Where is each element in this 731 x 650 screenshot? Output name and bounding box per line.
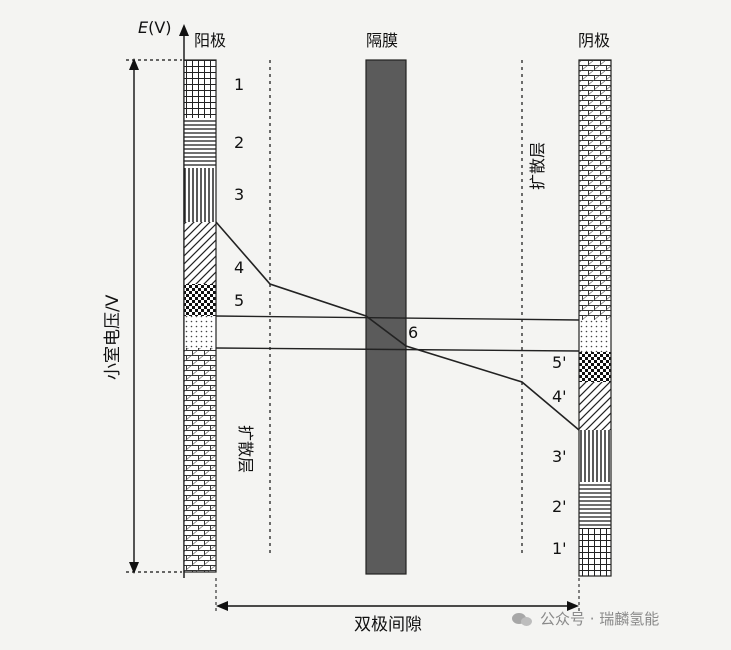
level-4prime-label: 4' bbox=[552, 387, 567, 406]
watermark-text: 公众号 · 瑞麟氢能 bbox=[540, 610, 660, 628]
level-3prime-label: 3' bbox=[552, 447, 567, 466]
level-2prime-label: 2' bbox=[552, 497, 567, 516]
level-5-label: 5 bbox=[234, 291, 244, 310]
bipolar-gap-label: 双极间隙 bbox=[354, 615, 422, 635]
upper-level-line bbox=[215, 315, 580, 321]
axis-e-label: E(V) bbox=[138, 18, 172, 37]
wechat-icon bbox=[512, 611, 534, 627]
level-1-label: 1 bbox=[234, 75, 244, 94]
level-1prime-label: 1' bbox=[552, 539, 567, 558]
axis-arrow-head bbox=[179, 24, 189, 36]
cell-voltage-label: 小室电压/V bbox=[103, 294, 123, 380]
level-5prime-label: 5' bbox=[552, 353, 567, 372]
watermark: 公众号 · 瑞麟氢能 bbox=[512, 608, 659, 629]
level-2-label: 2 bbox=[234, 133, 244, 152]
cathode-label: 阴极 bbox=[578, 31, 610, 50]
level-4-label: 4 bbox=[234, 258, 244, 277]
bipolar-gap-arrow bbox=[215, 578, 580, 612]
membrane bbox=[365, 59, 407, 575]
level-3-label: 3 bbox=[234, 185, 244, 204]
level-6-label: 6 bbox=[408, 323, 418, 342]
anode-label: 阳极 bbox=[194, 31, 226, 50]
potential-curve bbox=[215, 221, 580, 431]
lower-level-line bbox=[215, 347, 580, 352]
anode-column bbox=[183, 59, 217, 573]
cathode-column bbox=[578, 59, 612, 577]
voltage-span-arrow bbox=[126, 58, 182, 574]
left-diffusion-label: 扩散层 bbox=[236, 425, 255, 473]
right-diffusion-label: 扩散层 bbox=[528, 142, 547, 190]
membrane-label: 隔膜 bbox=[366, 31, 398, 50]
